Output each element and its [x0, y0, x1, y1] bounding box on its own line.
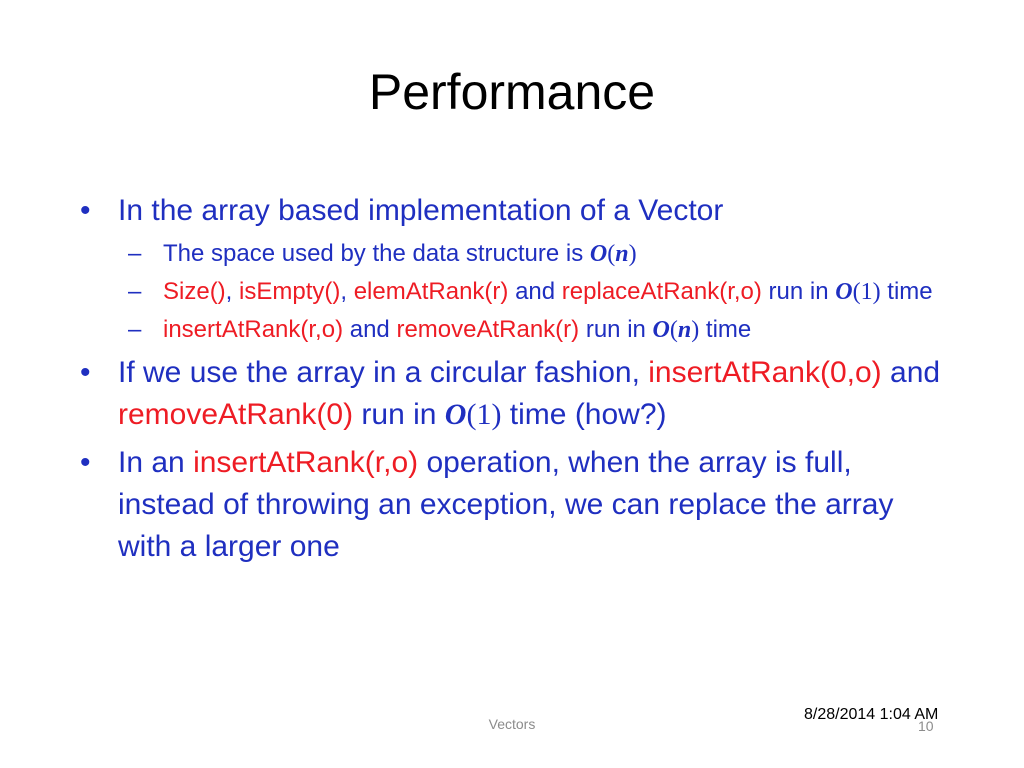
sub-bullet-3-run-in: run in: [579, 316, 653, 343]
sub-bullet-2-run-in: run in: [761, 278, 836, 305]
method-replaceatrank: replaceAtRank(r,o): [561, 278, 762, 305]
sub-bullet-2-and: and: [508, 278, 562, 305]
slide-number: 10: [918, 718, 934, 734]
dash-icon: –: [128, 316, 142, 343]
paren-open: (: [669, 317, 678, 343]
method-insertatrank-ro: insertAtRank(r,o): [193, 446, 419, 479]
big-o-symbol: O: [835, 279, 853, 305]
method-insertatrank: insertAtRank(r,o): [163, 316, 344, 343]
bullet-2-and: and: [881, 356, 941, 389]
paren-close: ): [628, 241, 637, 267]
sub-bullet-3-time: time: [699, 316, 752, 343]
paren-close: ): [491, 398, 502, 431]
dash-icon: –: [128, 240, 142, 267]
footer-title: Vectors: [488, 716, 536, 732]
bullet-1: • In the array based implementation of a…: [78, 190, 948, 232]
dash-icon: –: [128, 278, 142, 305]
sub-bullet-3: – insertAtRank(r,o) and removeAtRank(r) …: [128, 314, 948, 346]
math-n: n: [615, 241, 629, 267]
bullet-3-pre: In an: [118, 446, 194, 479]
bullet-3: • In an insertAtRank(r,o) operation, whe…: [78, 442, 948, 568]
bullet-dot-icon: •: [80, 356, 91, 389]
method-insertatrank-0: insertAtRank(0,o): [648, 356, 882, 389]
sub-bullet-1-text: The space used by the data structure is: [163, 240, 590, 267]
paren-open: (: [852, 279, 861, 305]
method-removeatrank-0: removeAtRank(0): [118, 398, 354, 431]
bullet-2-text: If we use the array in a circular fashio…: [118, 356, 649, 389]
sub-bullet-1: – The space used by the data structure i…: [128, 238, 948, 270]
math-one: 1: [476, 398, 492, 431]
sub-bullet-2-comma-1: ,: [225, 278, 240, 305]
sub-bullet-2-time: time: [880, 278, 933, 305]
big-o-symbol: O: [444, 398, 467, 431]
slide-content: • In the array based implementation of a…: [78, 190, 948, 574]
bullet-2: • If we use the array in a circular fash…: [78, 352, 948, 436]
paren-close: ): [872, 279, 881, 305]
bullet-dot-icon: •: [80, 446, 91, 479]
sub-bullet-2-comma-2: ,: [340, 278, 354, 305]
method-size: Size(): [163, 278, 226, 305]
sub-bullet-3-and: and: [343, 316, 397, 343]
bullet-2-time: time (how?): [501, 398, 667, 431]
method-removeatrank: removeAtRank(r): [396, 316, 580, 343]
bullet-dot-icon: •: [80, 194, 91, 227]
sub-bullet-2: – Size(), isEmpty(), elemAtRank(r) and r…: [128, 276, 948, 308]
paren-open: (: [466, 398, 477, 431]
math-n: n: [677, 317, 692, 343]
big-o-symbol: O: [652, 317, 670, 343]
footer-date: 8/28/2014 1:04 AM: [804, 706, 939, 723]
math-one: 1: [860, 279, 873, 305]
paren-open: (: [607, 241, 616, 267]
slide-title: Performance: [368, 64, 656, 120]
method-isempty: isEmpty(): [239, 278, 341, 305]
big-o-symbol: O: [589, 241, 608, 267]
bullet-3-post: operation, when the array is full, inste…: [118, 446, 894, 563]
paren-close: ): [691, 317, 700, 343]
method-elematrank: elemAtRank(r): [353, 278, 509, 305]
bullet-1-text: In the array based implementation of a V…: [118, 194, 724, 227]
bullet-2-run-in: run in: [353, 398, 445, 431]
